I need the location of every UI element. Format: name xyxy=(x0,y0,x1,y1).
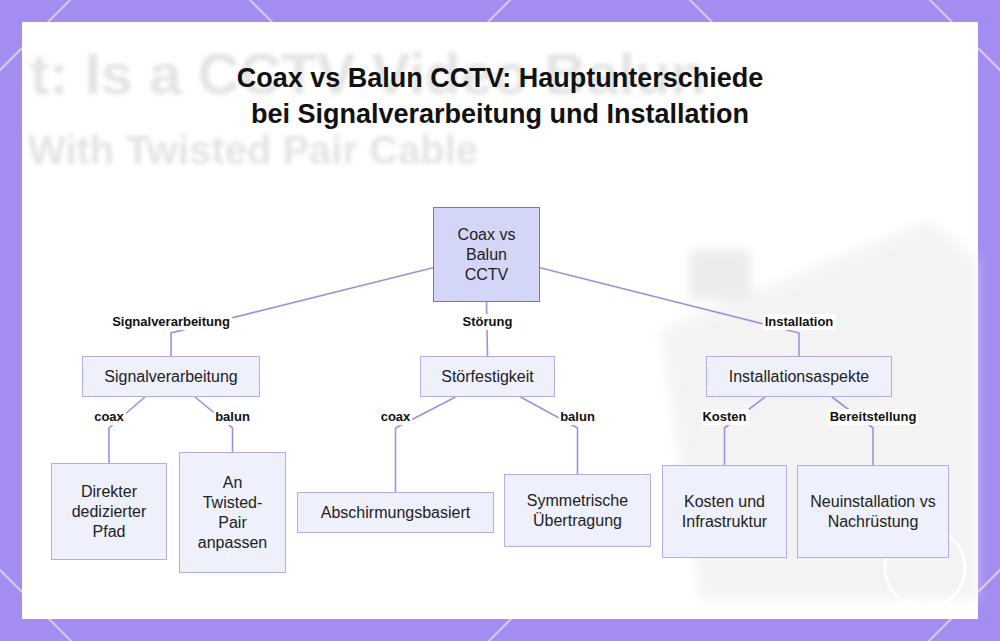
faded-photo xyxy=(660,220,978,600)
topic-box: Störfestigkeit xyxy=(420,356,555,397)
topic-box: Signalverarbeitung xyxy=(82,356,260,397)
root-box: Coax vs Balun CCTV xyxy=(433,207,540,302)
node-text: Installationsaspekte xyxy=(729,367,870,387)
node-text: Kosten und Infrastruktur xyxy=(675,492,774,532)
photo-device xyxy=(660,220,978,600)
node-text: Störfestigkeit xyxy=(441,367,533,387)
edge-label: Störung xyxy=(461,314,515,330)
node-text: Direkter dedizierter Pfad xyxy=(64,482,154,542)
edge-label: Signalverarbeitung xyxy=(110,314,232,330)
edge-label: coax xyxy=(379,409,413,425)
edge-label: Bereitstellung xyxy=(828,409,919,425)
connector xyxy=(540,268,799,356)
edge-label: balun xyxy=(213,409,252,425)
topic-box: Symmetrische Übertragung xyxy=(504,474,651,547)
node-text: Coax vs Balun CCTV xyxy=(446,225,527,285)
edge-label: Installation xyxy=(763,314,836,330)
topic-box: Kosten und Infrastruktur xyxy=(662,465,787,558)
connector xyxy=(109,397,145,463)
node-text: Symmetrische Übertragung xyxy=(517,491,638,531)
photo-detail xyxy=(690,250,750,300)
node-text: Signalverarbeitung xyxy=(104,367,237,387)
edge-label: balun xyxy=(558,409,597,425)
topic-box: Installationsaspekte xyxy=(706,356,892,397)
topic-box: Direkter dedizierter Pfad xyxy=(51,463,167,560)
connector xyxy=(725,397,766,465)
node-text: An Twisted-Pair anpassen xyxy=(194,473,271,553)
topic-box: Neuinstallation vs Nachrüstung xyxy=(797,465,949,558)
node-text: Abschirmungsbasiert xyxy=(321,503,470,523)
connector xyxy=(832,397,873,465)
topic-box: An Twisted-Pair anpassen xyxy=(179,452,286,573)
edge-label: coax xyxy=(92,409,126,425)
edge-label: Kosten xyxy=(700,409,748,425)
node-text: Neuinstallation vs Nachrüstung xyxy=(810,492,936,532)
watermark-text: With Twisted Pair Cable xyxy=(28,128,478,173)
diagram-title: Coax vs Balun CCTV: Hauptunterschiede be… xyxy=(235,60,765,132)
card xyxy=(22,22,978,619)
connector xyxy=(171,268,433,356)
topic-box: Abschirmungsbasiert xyxy=(297,492,494,533)
